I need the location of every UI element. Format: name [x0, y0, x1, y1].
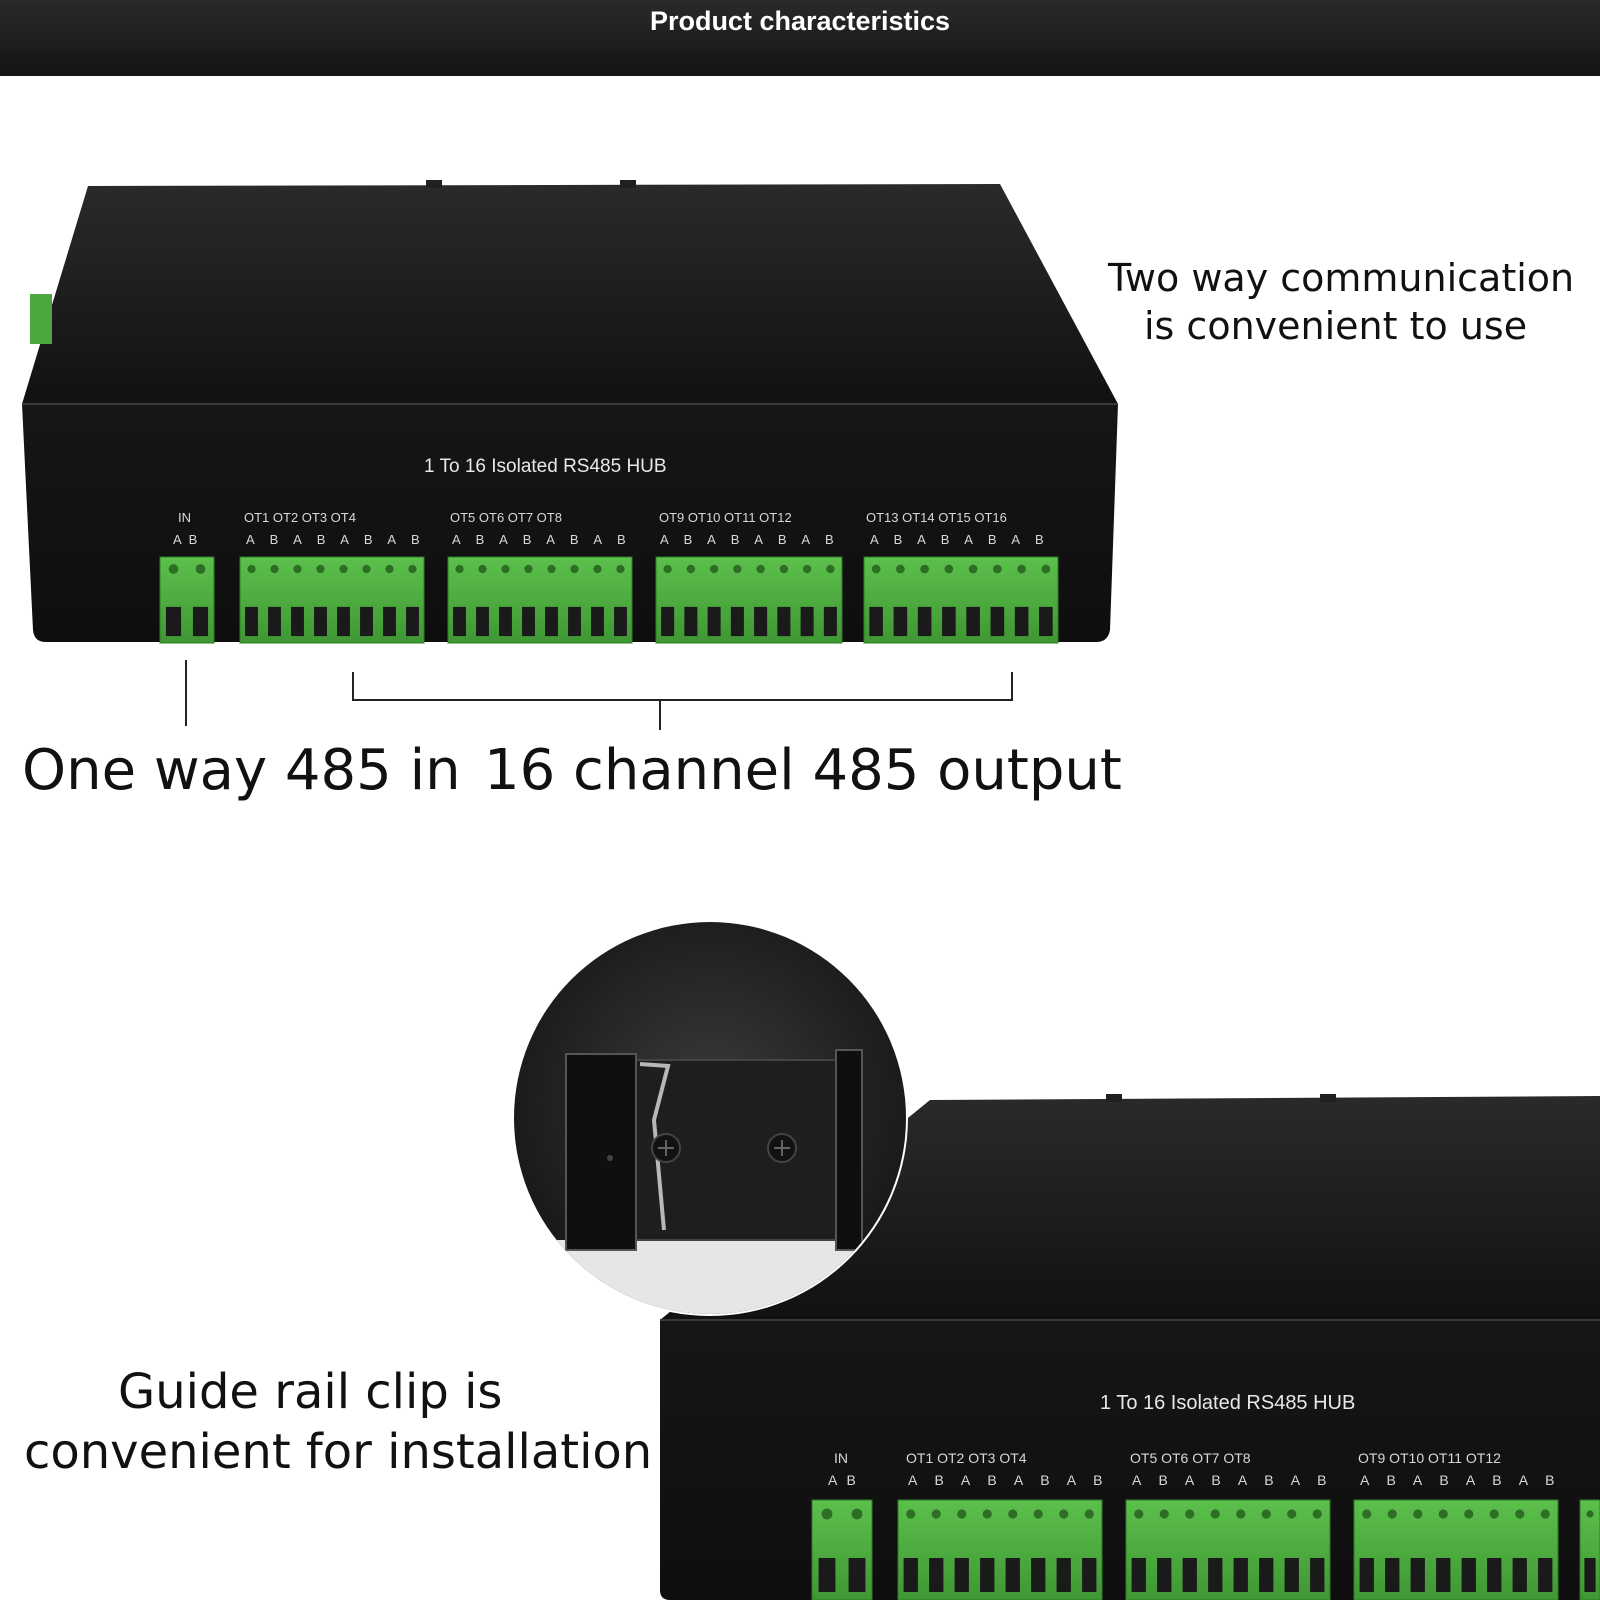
- rail-clip-caption-line2: convenient for installation: [24, 1424, 653, 1480]
- callout-lines: [185, 660, 1013, 730]
- terminal-block-ot1-4: [239, 556, 425, 644]
- output-caption: 16 channel 485 output: [484, 738, 1122, 803]
- output-group-2-titles-lower: OT5 OT6 OT7 OT8: [1130, 1450, 1251, 1466]
- output-group-2-pins: A B A B A B A B: [452, 532, 632, 547]
- two-way-caption-line1: Two way communication: [1108, 256, 1575, 300]
- page-title: Product characteristics: [649, 6, 951, 36]
- output-group-3-pins: A B A B A B A B: [660, 532, 840, 547]
- input-caption: One way 485 in: [22, 738, 461, 803]
- lower-terminal-blocks: [811, 1499, 1600, 1600]
- device-model-label-lower: 1 To 16 Isolated RS485 HUB: [1100, 1392, 1356, 1414]
- output-group-1-titles: OT1 OT2 OT3 OT4: [244, 510, 356, 525]
- output-group-3-pins-lower: A B A B A B A B: [1360, 1472, 1562, 1488]
- output-group-3-titles: OT9 OT10 OT11 OT12: [659, 510, 792, 525]
- terminal-block-ot9-12-lower: [1353, 1499, 1559, 1600]
- terminal-block-ot1-4-lower: [897, 1499, 1103, 1600]
- output-group-2-titles: OT5 OT6 OT7 OT8: [450, 510, 562, 525]
- terminal-block-ot13-16-lower: [1579, 1499, 1600, 1600]
- output-group-4-titles: OT13 OT14 OT15 OT16: [866, 510, 1007, 525]
- output-group-4-pins: A B A B A B A B: [870, 532, 1050, 547]
- terminal-block-ot9-12: [655, 556, 843, 644]
- rail-clip-caption-line1: Guide rail clip is: [118, 1364, 503, 1420]
- in-port-title-lower: IN: [834, 1450, 848, 1466]
- terminal-block-in-lower: [811, 1499, 873, 1600]
- header-banner: Product characteristics: [0, 0, 1600, 76]
- output-group-1-titles-lower: OT1 OT2 OT3 OT4: [906, 1450, 1027, 1466]
- output-group-1-pins-lower: A B A B A B A B: [908, 1472, 1110, 1488]
- terminal-block-ot5-8: [447, 556, 633, 644]
- terminal-block-ot5-8-lower: [1125, 1499, 1331, 1600]
- two-way-caption-line2: is convenient to use: [1144, 304, 1528, 348]
- terminal-block-in: [159, 556, 215, 644]
- in-port-pins: A B: [173, 532, 200, 547]
- terminal-block-ot13-16: [863, 556, 1059, 644]
- device-model-label: 1 To 16 Isolated RS485 HUB: [424, 456, 667, 477]
- output-group-1-pins: A B A B A B A B: [246, 532, 426, 547]
- output-group-2-pins-lower: A B A B A B A B: [1132, 1472, 1334, 1488]
- upper-terminal-blocks: [159, 556, 1059, 644]
- output-group-3-titles-lower: OT9 OT10 OT11 OT12: [1358, 1450, 1501, 1466]
- in-port-title: IN: [178, 510, 191, 525]
- in-port-pins-lower: A B: [828, 1472, 859, 1488]
